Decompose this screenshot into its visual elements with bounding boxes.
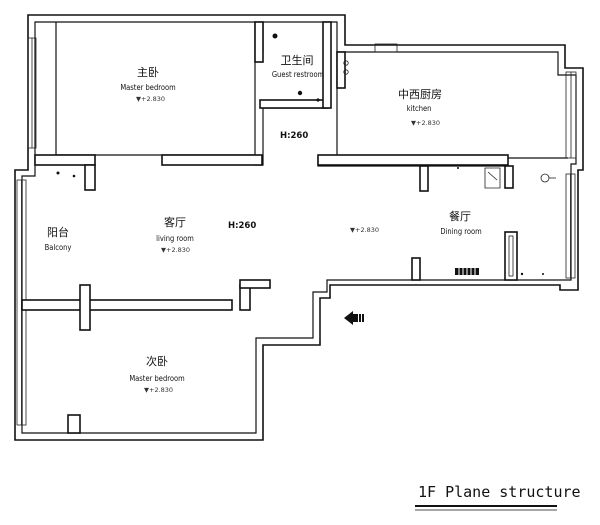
window-kitchen-top bbox=[374, 43, 398, 53]
toilet-icon bbox=[272, 33, 278, 39]
dining-room-cn: 餐厅 bbox=[449, 209, 471, 223]
second-bedroom-level: ▼+2.830 bbox=[144, 386, 173, 394]
kitchen-level: ▼+2.830 bbox=[411, 119, 440, 127]
wall-dining-left bbox=[419, 165, 429, 192]
ceiling-height-label: H:260 bbox=[280, 131, 308, 141]
wall-master-living bbox=[34, 154, 96, 166]
kitchen-cn: 中西厨房 bbox=[398, 88, 442, 101]
sink-icon bbox=[343, 60, 349, 66]
inner-outline bbox=[21, 21, 577, 434]
ceiling-height-label-living: H:260 bbox=[228, 221, 256, 231]
living-room-cn: 客厅 bbox=[164, 215, 186, 229]
master-bedroom-en: Master bedroom bbox=[120, 83, 175, 92]
second-bedroom-cn: 次卧 bbox=[146, 354, 168, 368]
second-bedroom-en: Master bedroom bbox=[129, 374, 184, 383]
wall-second-bedroom bbox=[21, 299, 233, 311]
fridge-icon bbox=[484, 167, 501, 189]
dining-room-level: ▼+2.830 bbox=[350, 226, 379, 234]
outer-wall bbox=[14, 14, 584, 441]
living-room-en: living room bbox=[156, 234, 194, 243]
balcony-cn: 阳台 bbox=[47, 225, 69, 239]
living-room-level: ▼+2.830 bbox=[161, 246, 190, 254]
balcony-en: Balcony bbox=[45, 243, 72, 252]
master-bedroom-level: ▼+2.830 bbox=[136, 95, 165, 103]
restroom-en: Guest restroom bbox=[272, 70, 324, 79]
dining-room-en: Dining room bbox=[440, 227, 481, 236]
restroom-cn: 卫生间 bbox=[281, 53, 314, 67]
plan-title: 1F Plane structure bbox=[418, 483, 581, 501]
kitchen-en: kitchen bbox=[407, 104, 432, 113]
entrance-arrow-icon bbox=[344, 311, 364, 325]
master-bedroom-cn: 主卧 bbox=[137, 66, 159, 79]
